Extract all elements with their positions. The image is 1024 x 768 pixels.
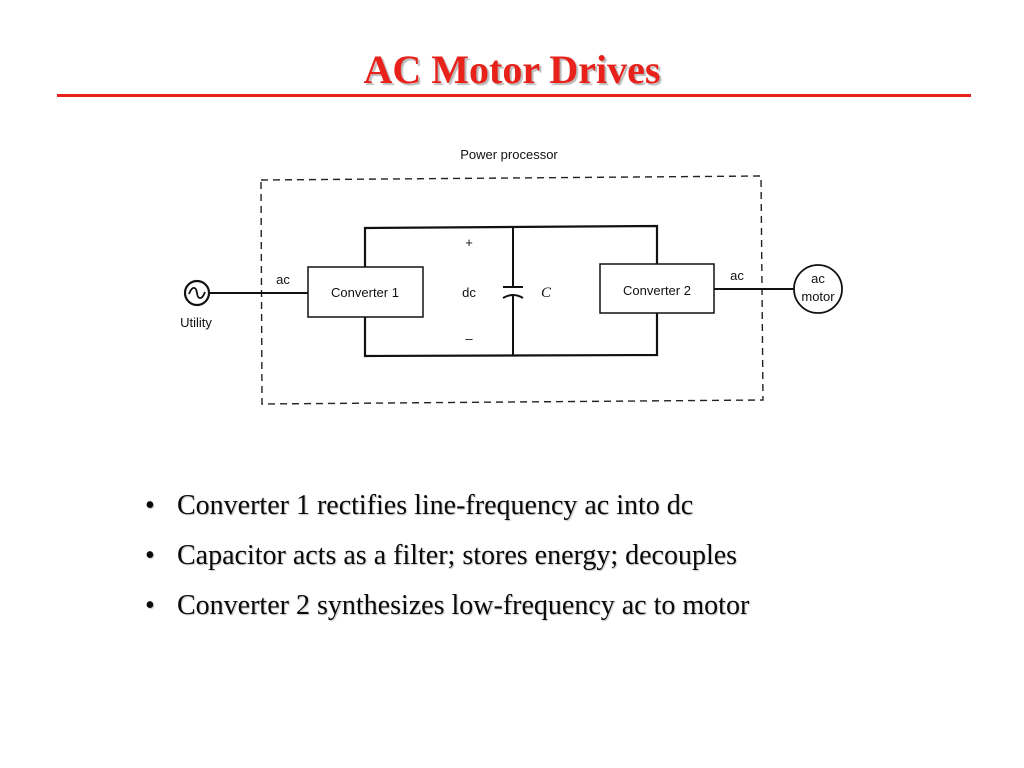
bullet-dot: •: [145, 490, 155, 521]
bullet-text: Converter 1 rectifies line-frequency ac …: [177, 490, 694, 521]
dc-label: dc: [462, 285, 476, 300]
motor-label-line2: motor: [801, 289, 835, 304]
converter-2-label: Converter 2: [623, 283, 691, 298]
sine-wave-icon: [188, 286, 206, 300]
bullet-dot: •: [145, 540, 155, 571]
output-ac-label: ac: [730, 268, 744, 283]
converter-1-label: Converter 1: [331, 285, 399, 300]
bullet-list: • Converter 1 rectifies line-frequency ac…: [145, 481, 749, 631]
bullet-dot: •: [145, 590, 155, 621]
bullet-item: • Converter 2 synthesizes low-frequency a…: [145, 581, 749, 631]
power-processor-label: Power processor: [460, 147, 558, 162]
bullet-item: • Converter 1 rectifies line-frequency ac…: [145, 481, 749, 531]
power-processor-boundary: [260, 175, 764, 405]
capacitor-label: C: [541, 285, 552, 301]
slide-title: AC Motor Drives: [363, 47, 661, 92]
dc-plus-label: +: [465, 235, 473, 250]
utility-label: Utility: [180, 315, 212, 330]
bullet-text: Capacitor acts as a filter; stores energ…: [177, 540, 738, 571]
dc-link-negative-rail: [363, 313, 659, 358]
motor-label-line1: ac: [811, 271, 825, 286]
bullet-item: • Capacitor acts as a filter; stores ener…: [145, 531, 749, 581]
ac-motor-icon: [793, 264, 843, 314]
dc-minus-label: –: [465, 331, 473, 346]
title-underline: [57, 94, 971, 97]
dc-link-positive-rail: [363, 224, 659, 267]
input-ac-label: ac: [276, 272, 290, 287]
bullet-text: Converter 2 synthesizes low-frequency ac…: [177, 590, 750, 621]
